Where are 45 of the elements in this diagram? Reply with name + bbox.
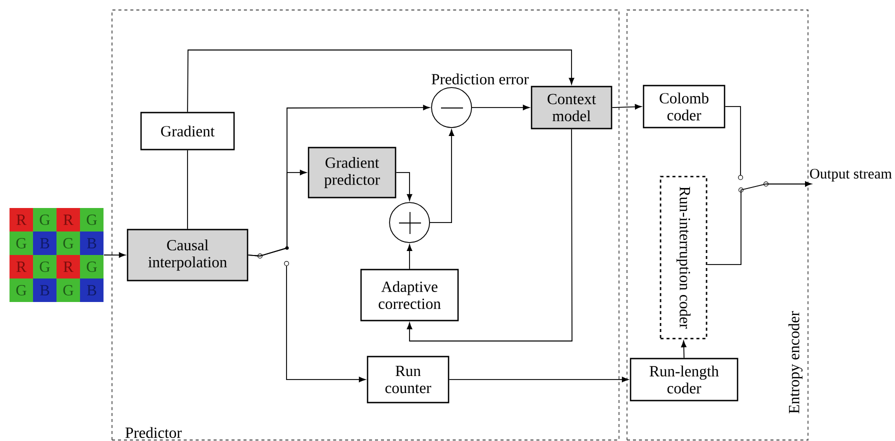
arrow — [187, 50, 574, 112]
cell-letter: B — [87, 238, 96, 248]
arrow — [406, 244, 412, 270]
arrow — [706, 181, 812, 265]
cell-letter: G — [16, 285, 26, 296]
arrow — [104, 252, 126, 258]
process-box: Gradient — [140, 112, 235, 150]
cell-letter: R — [64, 262, 74, 272]
arrow — [286, 266, 366, 382]
cell-letter: R — [64, 214, 74, 225]
cell-letter: G — [86, 214, 97, 225]
arrow — [448, 376, 628, 382]
process-box: Adaptive correction — [360, 268, 459, 322]
arrow — [472, 104, 530, 110]
arrow — [430, 129, 454, 223]
cell-letter: R — [16, 214, 26, 225]
plus-circle — [389, 202, 430, 243]
process-box: Gradient predictor — [308, 146, 396, 198]
process-box: Causal interpolation — [126, 228, 248, 282]
cell-letter: B — [87, 285, 96, 296]
arrow — [612, 104, 642, 110]
switch-contact — [284, 261, 290, 266]
switch-contact — [738, 175, 744, 180]
arrow — [396, 172, 412, 201]
arrow — [681, 340, 686, 358]
arrow — [248, 170, 306, 256]
cell-letter: G — [40, 214, 50, 225]
cell-letter: G — [16, 238, 26, 248]
dashed-box: Run-interruption coder — [660, 176, 708, 340]
cell-letter: B — [40, 285, 50, 296]
cell-letter: B — [40, 238, 50, 248]
process-box: Run-length coder — [630, 358, 738, 402]
cell-letter: G — [40, 262, 50, 272]
cell-letter: R — [16, 262, 26, 272]
process-box: Colomb coder — [642, 84, 726, 128]
arrow — [406, 128, 572, 342]
process-box: Context model — [530, 86, 612, 130]
edge-label: Prediction error — [430, 72, 530, 86]
cell-letter: G — [63, 285, 74, 296]
minus-circle — [431, 87, 472, 128]
bayer-pattern-drawing — [10, 208, 104, 302]
process-box: Run counter — [366, 356, 450, 404]
cell-letter: G — [86, 262, 97, 272]
output-label: Output stream — [810, 168, 892, 182]
cell-letter: G — [63, 238, 74, 248]
